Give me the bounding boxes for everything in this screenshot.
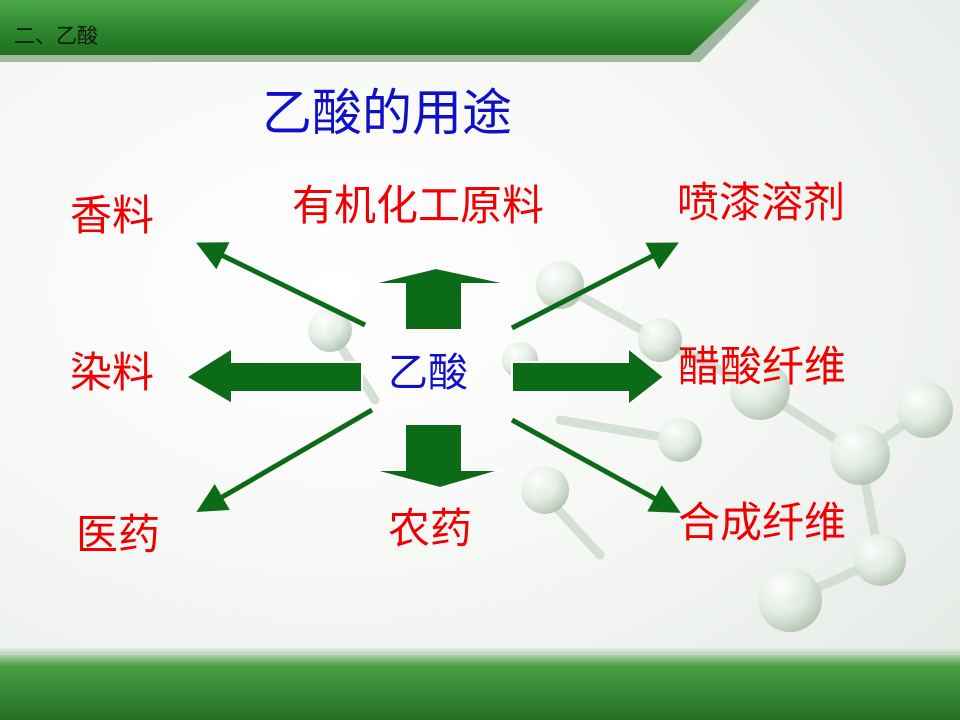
use-bottom-center: 农药 (388, 504, 473, 553)
use-top-right: 喷漆溶剂 (677, 178, 846, 227)
use-middle-right: 醋酸纤维 (678, 342, 847, 391)
arrow-to-bottom-right (510, 417, 681, 513)
diagram-title: 乙酸的用途 (262, 84, 512, 142)
arrow-to-bottom-left (196, 407, 374, 513)
use-middle-left: 染料 (70, 348, 155, 397)
use-top-center: 有机化工原料 (292, 181, 545, 230)
arrow-to-top-center (369, 266, 511, 331)
section-label: 二、乙酸 (14, 24, 98, 48)
arrow-to-top-left (196, 242, 367, 328)
arrow-to-bottom-center (371, 423, 503, 490)
arrow-to-top-right (510, 242, 679, 331)
arrow-to-middle-left (184, 346, 363, 406)
center-node: 乙酸 (388, 350, 468, 396)
arrow-to-middle-right (511, 345, 666, 408)
use-bottom-right: 合成纤维 (678, 498, 847, 547)
use-top-left: 香料 (70, 191, 155, 240)
use-bottom-left: 医药 (76, 510, 161, 559)
